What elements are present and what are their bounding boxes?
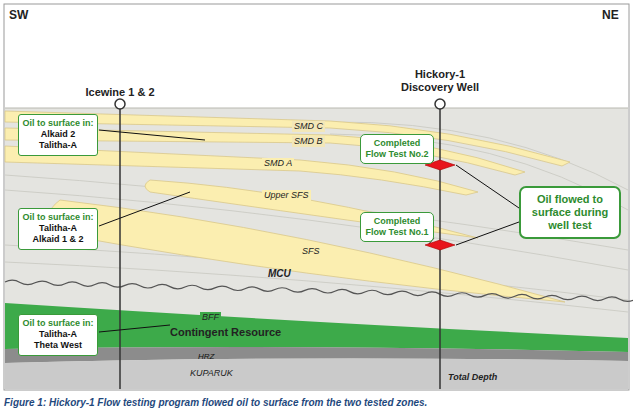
- depth-label: Total Depth: [448, 372, 497, 383]
- layer-name: Upper SFS: [262, 190, 311, 201]
- layer-name: SFS: [300, 246, 322, 257]
- oil-callout: Oil to surface in:Alkaid 2 Talitha-A: [18, 114, 98, 156]
- flow-test-box: Completed Flow Test No.2: [360, 134, 434, 164]
- figure-caption: Figure 1: Hickory-1 Flow testing program…: [4, 397, 427, 408]
- test-label: Completed Flow Test No.2: [364, 138, 430, 160]
- resource-label: Contingent Resource: [170, 326, 281, 339]
- layer-name: BFF: [200, 312, 221, 323]
- callout-heading: Oil to surface in:: [22, 212, 94, 223]
- flow-test-box: Completed Flow Test No.1: [360, 212, 434, 242]
- direction-label: NE: [602, 8, 619, 22]
- callout-heading: Oil to surface in:: [22, 318, 94, 329]
- well-name: Hickory-1 Discovery Well: [390, 68, 490, 94]
- result-box: Oil flowed to surface during well test: [519, 186, 621, 239]
- layer-name: HRZ: [198, 352, 214, 362]
- unconformity-label: MCU: [268, 268, 291, 280]
- oil-callout: Oil to surface in:Talitha-A Alkaid 1 & 2: [18, 208, 98, 250]
- result-label: Oil flowed to surface during well test: [525, 193, 615, 232]
- callout-heading: Oil to surface in:: [22, 118, 94, 129]
- callout-body: Alkaid 2 Talitha-A: [27, 129, 89, 151]
- layer-name: SMD B: [292, 136, 325, 147]
- test-label: Completed Flow Test No.1: [364, 216, 430, 238]
- direction-label: SW: [9, 8, 28, 22]
- callout-body: Talitha-A Theta West: [27, 329, 89, 351]
- oil-callout: Oil to surface in:Talitha-A Theta West: [18, 314, 98, 356]
- well-name: Icewine 1 & 2: [70, 86, 170, 99]
- layer-name: SMD A: [262, 158, 294, 169]
- layer-name: SMD C: [292, 121, 325, 132]
- callout-body: Talitha-A Alkaid 1 & 2: [25, 223, 91, 245]
- layer-name: KUPARUK: [190, 368, 233, 379]
